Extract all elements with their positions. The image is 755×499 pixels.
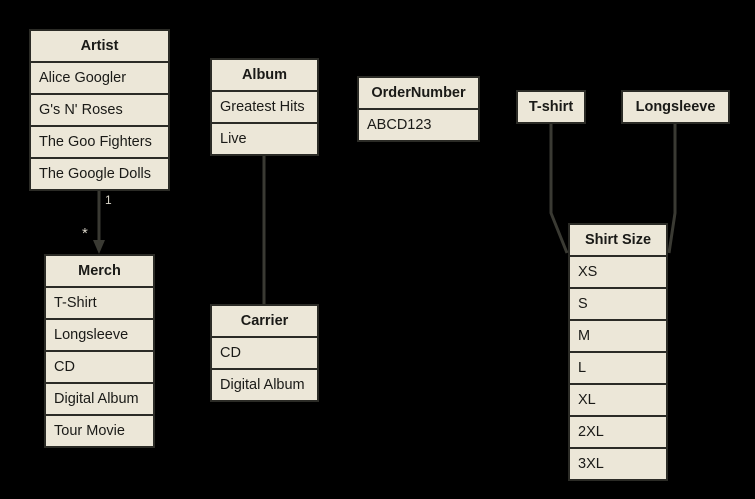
table-artist[interactable]: Artist Alice Googler G's N' Roses The Go…: [29, 29, 170, 191]
table-artist-header: Artist: [31, 31, 168, 61]
table-merch[interactable]: Merch T-Shirt Longsleeve CD Digital Albu…: [44, 254, 155, 448]
table-merch-header: Merch: [46, 256, 153, 286]
table-row[interactable]: Live: [212, 124, 317, 154]
table-row[interactable]: L: [570, 353, 666, 383]
table-row[interactable]: 3XL: [570, 449, 666, 479]
table-row[interactable]: The Goo Fighters: [31, 127, 168, 157]
table-row[interactable]: Digital Album: [212, 370, 317, 400]
table-row[interactable]: CD: [212, 338, 317, 368]
table-row[interactable]: Digital Album: [46, 384, 153, 414]
table-longsleeve-header: Longsleeve: [623, 92, 728, 122]
table-carrier[interactable]: Carrier CD Digital Album: [210, 304, 319, 402]
table-tshirt[interactable]: T-shirt: [516, 90, 586, 124]
table-row[interactable]: XL: [570, 385, 666, 415]
table-album[interactable]: Album Greatest Hits Live: [210, 58, 319, 156]
table-row[interactable]: T-Shirt: [46, 288, 153, 318]
table-shirt-size-header: Shirt Size: [570, 225, 666, 255]
table-row[interactable]: S: [570, 289, 666, 319]
edge-label-source-multiplicity: 1: [105, 193, 112, 207]
table-album-header: Album: [212, 60, 317, 90]
edge-label-target-multiplicity: *: [82, 225, 88, 242]
table-order-number-header: OrderNumber: [359, 78, 478, 108]
table-row[interactable]: Longsleeve: [46, 320, 153, 350]
edge-tshirt-shirtsize: [549, 120, 569, 254]
table-row[interactable]: The Google Dolls: [31, 159, 168, 189]
edge-artist-merch-arrowhead: [93, 240, 105, 254]
table-row[interactable]: 2XL: [570, 417, 666, 447]
table-row[interactable]: G's N' Roses: [31, 95, 168, 125]
table-row[interactable]: XS: [570, 257, 666, 287]
table-order-number[interactable]: OrderNumber ABCD123: [357, 76, 480, 142]
table-row[interactable]: CD: [46, 352, 153, 382]
table-shirt-size[interactable]: Shirt Size XS S M L XL 2XL 3XL: [568, 223, 668, 481]
table-row[interactable]: M: [570, 321, 666, 351]
table-row[interactable]: Tour Movie: [46, 416, 153, 446]
table-longsleeve[interactable]: Longsleeve: [621, 90, 730, 124]
edge-longsleeve-shirtsize: [667, 120, 677, 254]
table-row[interactable]: Alice Googler: [31, 63, 168, 93]
table-row[interactable]: ABCD123: [359, 110, 478, 140]
table-tshirt-header: T-shirt: [518, 92, 584, 122]
table-carrier-header: Carrier: [212, 306, 317, 336]
table-row[interactable]: Greatest Hits: [212, 92, 317, 122]
